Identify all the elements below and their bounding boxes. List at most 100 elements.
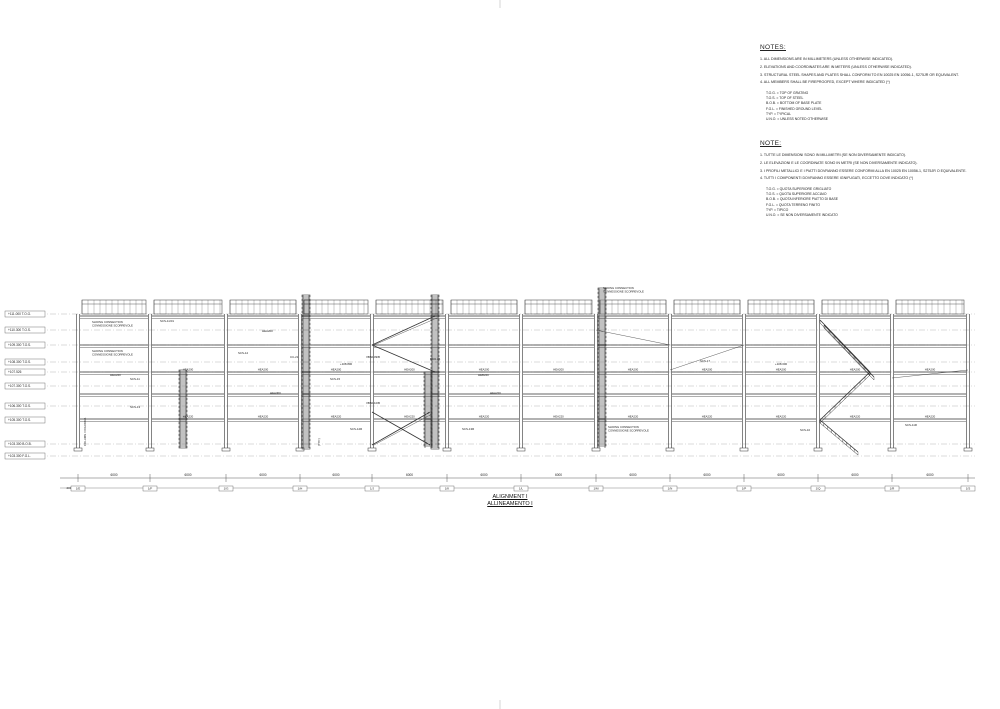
beam-size-label: HEA220 bbox=[183, 415, 194, 419]
sliding-connection-label: SLIDING CONNECTION bbox=[603, 286, 634, 290]
abbreviation-list: T.O.G. = QUOTA SUPERIORE GRIGLIATO T.O.S… bbox=[766, 187, 967, 218]
ladder-rung bbox=[301, 402, 311, 406]
ladder-rung bbox=[301, 330, 311, 334]
ladder-rung bbox=[597, 379, 607, 383]
ladder-rung bbox=[430, 346, 440, 350]
ladder-rung bbox=[597, 287, 607, 291]
ladder-rung bbox=[178, 377, 188, 381]
base-plate bbox=[813, 447, 823, 452]
ladder-rung bbox=[430, 322, 440, 326]
abbreviation: T.O.G. = TOP OF GRATING bbox=[766, 90, 809, 95]
ladder-rung bbox=[597, 371, 607, 375]
bay-dimension: 6000 bbox=[332, 473, 339, 477]
elevation-tag: +103.300 B.O.B. bbox=[8, 442, 32, 446]
brace bbox=[371, 344, 436, 373]
ladder-rung bbox=[597, 359, 607, 363]
elevation-tag-box bbox=[4, 440, 46, 448]
ladder-rung bbox=[178, 425, 188, 429]
elevation-tag: +103.300 F.G.L. bbox=[8, 454, 31, 458]
ladder-rung bbox=[597, 399, 607, 403]
ladder-rung bbox=[301, 410, 311, 414]
section-label: SCS-17 bbox=[700, 359, 711, 363]
grid-label: 1/M bbox=[593, 487, 599, 491]
note-item: 2. LE ELEVAZIONI E LE COORDINATE SONO IN… bbox=[760, 160, 918, 165]
section-label: VB50-09/B bbox=[366, 355, 380, 359]
bay-dimension: 6000 bbox=[406, 473, 413, 477]
section-label: SCS-11R bbox=[905, 423, 917, 427]
section-label: +108.800 bbox=[340, 362, 353, 366]
bay-dimension: 6000 bbox=[555, 473, 562, 477]
abbreviation: TYP. = TIPICO bbox=[766, 207, 789, 212]
ladder-rung bbox=[597, 395, 607, 399]
ladder-rung bbox=[423, 423, 433, 427]
ladder-rung bbox=[301, 362, 311, 366]
grid-label: 1/S bbox=[966, 487, 971, 491]
notes-title: NOTES: bbox=[760, 44, 786, 51]
ladder-rung bbox=[301, 434, 311, 438]
grid-label: 1/J bbox=[370, 487, 375, 491]
ladder-rung bbox=[423, 383, 433, 387]
abbreviation: F.G.L. = QUOTA TERRENO FINITO bbox=[766, 202, 820, 207]
base-plate bbox=[367, 447, 377, 452]
grid-label: 1/E bbox=[76, 487, 81, 491]
abbreviation: T.O.S. = QUOTA SUPERIORE ACCIAIO bbox=[766, 192, 827, 197]
ladder-rung bbox=[301, 370, 311, 374]
beam-size-label: HEA220 bbox=[925, 415, 936, 419]
ladder-rung bbox=[597, 335, 607, 339]
ladder-rung bbox=[430, 354, 440, 358]
roof-railing-panel bbox=[599, 299, 667, 315]
ladder-rung bbox=[597, 291, 607, 295]
ladder-rung bbox=[430, 338, 440, 342]
grid-label: 1/R bbox=[890, 487, 896, 491]
note-item: 3. STRUCTURAL STEEL SHAPES AND PLATES SH… bbox=[760, 72, 959, 77]
ladder-rung bbox=[597, 323, 607, 327]
grid-bubble bbox=[364, 485, 380, 492]
beam-size-label: HEA200 bbox=[183, 368, 194, 372]
bay-dimension: 6000 bbox=[110, 473, 117, 477]
ladder-rung bbox=[423, 419, 433, 423]
ladder-rung bbox=[301, 322, 311, 326]
ladder-rung bbox=[423, 387, 433, 391]
section-label: SCS-11 bbox=[130, 377, 140, 381]
beam-size-label: HEA220 bbox=[702, 415, 713, 419]
ladder-rung bbox=[430, 326, 440, 330]
sliding-connection-label: SLIDING CONNECTION bbox=[92, 320, 123, 324]
ladder-rung bbox=[301, 318, 311, 322]
ladder-rung bbox=[597, 423, 607, 427]
ladder-rung bbox=[597, 355, 607, 359]
ladder-rung bbox=[301, 334, 311, 338]
roof-railing-panel bbox=[153, 299, 223, 315]
bay-dimension: 6000 bbox=[703, 473, 710, 477]
elevation-tag-box bbox=[4, 416, 46, 424]
notes-title: NOTE: bbox=[760, 140, 782, 147]
bay-dimension: 6000 bbox=[851, 473, 858, 477]
ladder-rung bbox=[178, 433, 188, 437]
ladder-rung bbox=[430, 310, 440, 314]
section-label: HEA200 bbox=[262, 329, 273, 333]
base-plate bbox=[963, 447, 973, 452]
beam-size-label: HEA220 bbox=[776, 415, 787, 419]
beam-size-label: HEA220 bbox=[850, 415, 861, 419]
note-item: 4. TUTTI I COMPONENTI DOVRANNO ESSERE IG… bbox=[760, 176, 914, 181]
elevation-tag-box bbox=[4, 452, 46, 460]
beam-size-label: HEA220 bbox=[628, 415, 639, 419]
ladder-rung bbox=[301, 350, 311, 354]
ladder-rung bbox=[301, 346, 311, 350]
roof-railing-panel bbox=[450, 299, 518, 315]
note-item: 4. ALL MEMBERS SHALL BE FIREPROOFED, EXC… bbox=[760, 80, 890, 85]
ladder-rung bbox=[597, 303, 607, 307]
ladder-rung bbox=[423, 403, 433, 407]
ladder-rung bbox=[597, 431, 607, 435]
ladder-rung bbox=[423, 427, 433, 431]
ladder-rung bbox=[301, 394, 311, 398]
bracing-member bbox=[891, 369, 969, 379]
ladder-rung bbox=[301, 446, 311, 450]
beam-size-label: HEA220 bbox=[479, 415, 490, 419]
ladder-rung bbox=[597, 307, 607, 311]
section-label: SCS-12 bbox=[238, 351, 249, 355]
elevation-tag: +109.300 T.O.S. bbox=[8, 343, 31, 347]
beam-size-label: HEA200 bbox=[850, 368, 861, 372]
roof-railing-panel bbox=[673, 299, 741, 315]
bracing-member bbox=[595, 329, 671, 346]
note-item: 1. TUTTE LE DIMENSIONI SONO IN MILLIMETR… bbox=[760, 153, 906, 157]
